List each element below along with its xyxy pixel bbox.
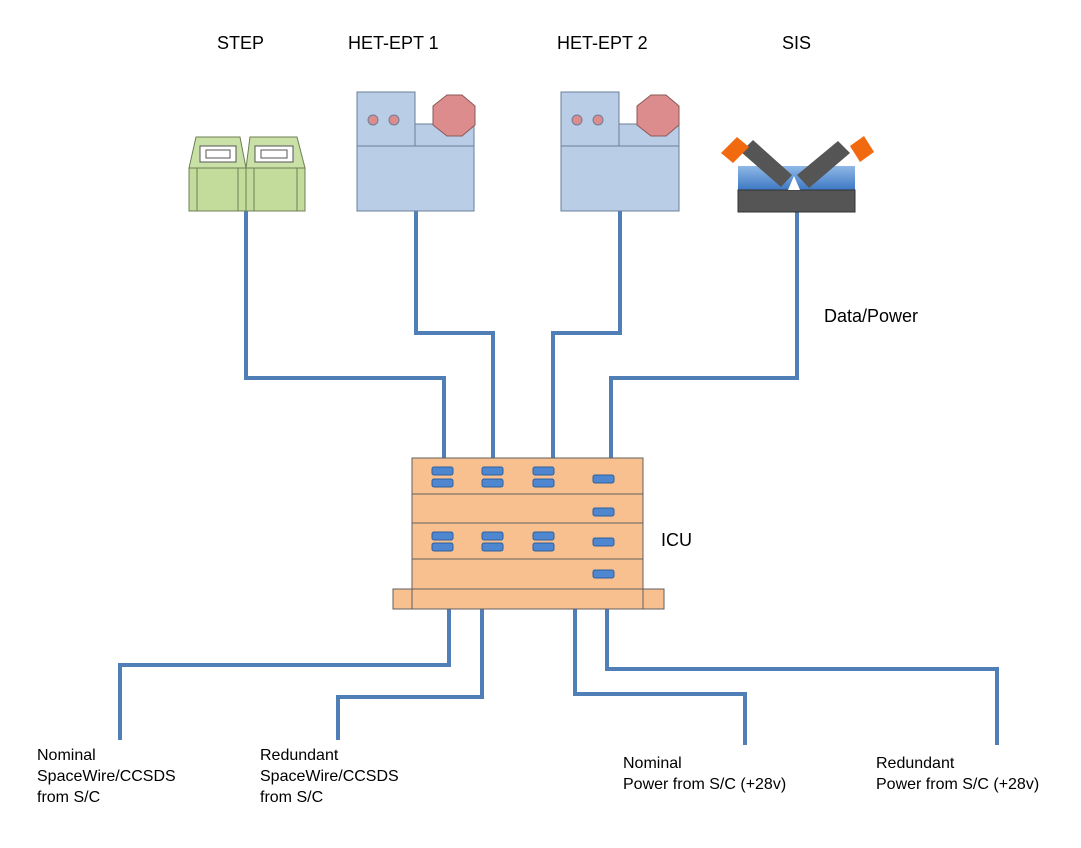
het-ept-2-cable [551, 211, 622, 458]
het-ept-2-instrument [560, 91, 680, 212]
nominal-power-cable [573, 609, 747, 745]
redundant-power-cable [605, 609, 999, 745]
caption-line: Power from S/C (+28v) [623, 776, 787, 793]
sis-instrument [721, 136, 874, 213]
nominal-power-caption: Nominal Power from S/C (+28v) [623, 753, 786, 795]
caption-line: Redundant [876, 755, 955, 772]
nominal-spacewire-cable [118, 609, 451, 740]
caption-line: Power from S/C (+28v) [876, 776, 1040, 793]
het-ept-1-cable [414, 211, 495, 458]
het-ept-1-instrument [356, 91, 476, 212]
step-cable [244, 211, 446, 458]
step-label: STEP [217, 33, 265, 53]
caption-line: Nominal [37, 747, 96, 764]
instrument-cables [244, 211, 799, 458]
redundant-spacewire-caption: Redundant SpaceWire/CCSDS from S/C [260, 745, 399, 808]
het-ept-2-label: HET-EPT 2 [557, 33, 648, 53]
redundant-spacewire-cable [336, 609, 484, 740]
nominal-spacewire-caption: Nominal SpaceWire/CCSDS from S/C [37, 745, 176, 808]
redundant-power-caption: Redundant Power from S/C (+28v) [876, 753, 1039, 795]
caption-line: from S/C [37, 789, 101, 806]
spacecraft-cables [118, 609, 999, 745]
icu-connectors [431, 466, 615, 579]
caption-line: from S/C [260, 789, 324, 806]
step-instrument [188, 136, 306, 212]
caption-line: Redundant [260, 747, 339, 764]
data-power-label: Data/Power [824, 306, 919, 326]
caption-line: SpaceWire/CCSDS [260, 768, 399, 785]
caption-line: SpaceWire/CCSDS [37, 768, 176, 785]
caption-line: Nominal [623, 755, 682, 772]
het-ept-1-label: HET-EPT 1 [348, 33, 439, 53]
sis-cable [609, 211, 799, 458]
sis-label: SIS [782, 33, 812, 53]
icu-label: ICU [661, 530, 692, 550]
